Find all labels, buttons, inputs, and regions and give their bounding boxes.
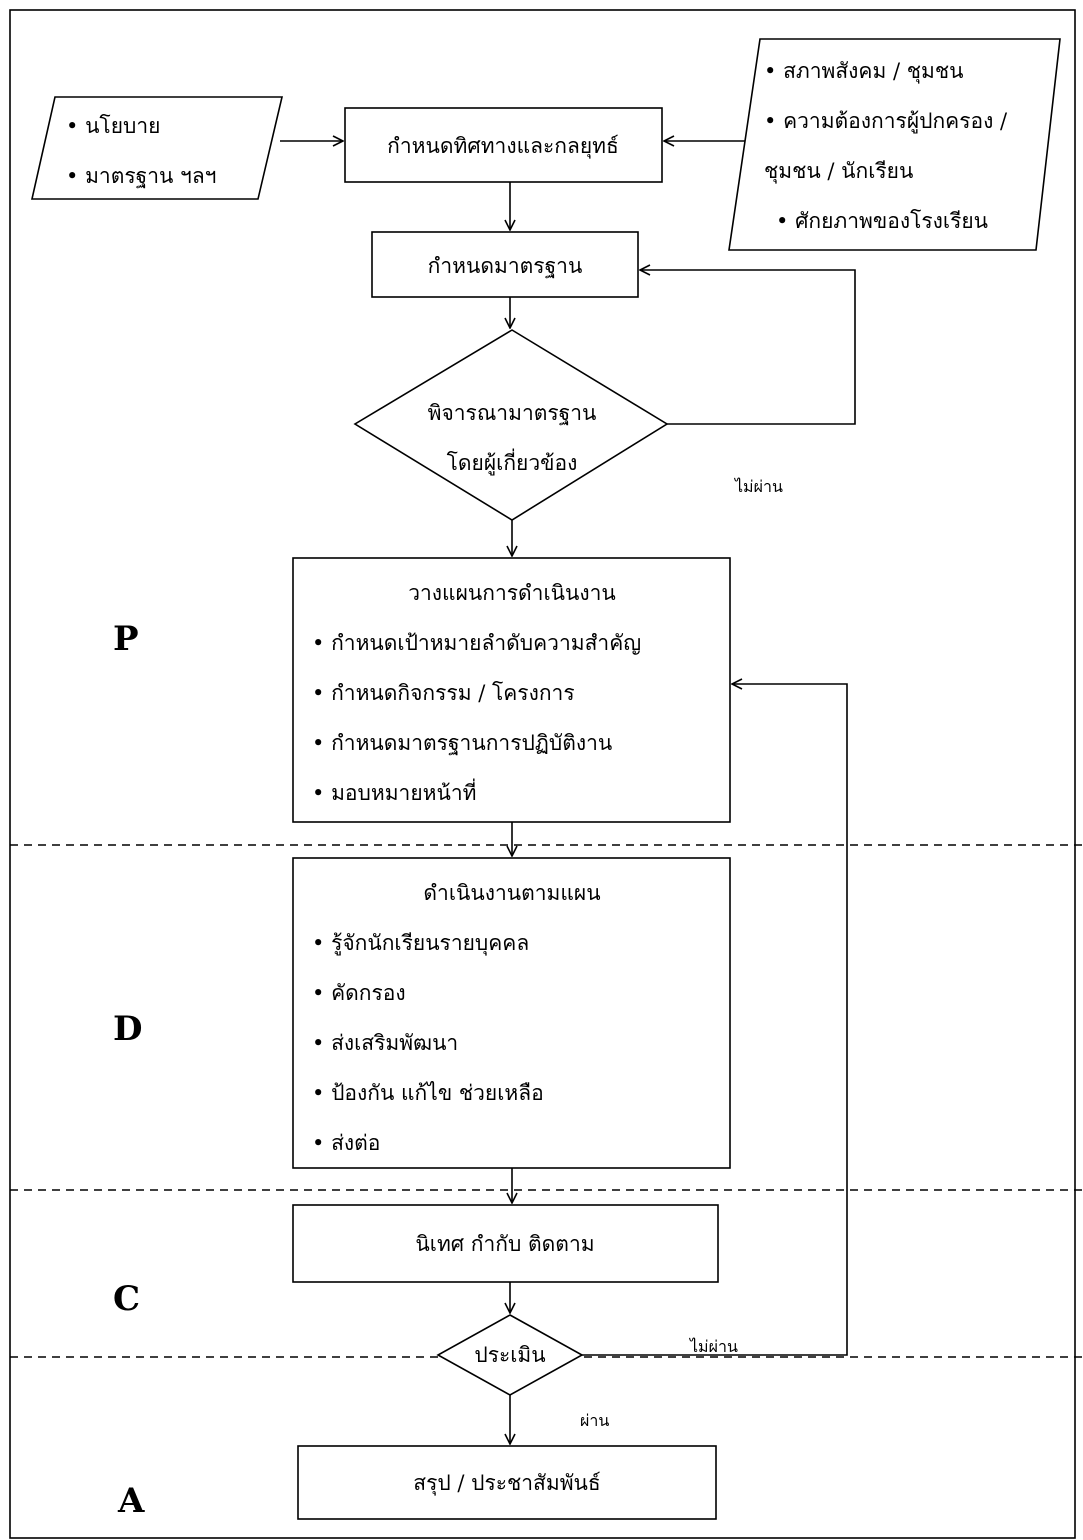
standard-box <box>371 231 639 298</box>
pass-label: ผ่าน <box>580 1411 609 1430</box>
plan-title: วางแผนการดำเนินงาน <box>408 581 616 605</box>
fail-label-consider: ไม่ผ่าน <box>733 477 783 496</box>
do-item-1: • รู้จักนักเรียนรายบุคคล <box>312 931 529 956</box>
plan-item-3: • กำหนดมาตรฐานการปฏิบัติงาน <box>312 731 612 755</box>
context-line-3: ชุมชน / นักเรียน <box>764 159 913 184</box>
phase-d-label: D <box>113 1009 142 1049</box>
act-box <box>297 1445 717 1520</box>
phase-c-label: C <box>113 1279 140 1319</box>
check-box <box>292 1204 719 1283</box>
outer-frame <box>9 9 1076 1539</box>
do-item-4: • ป้องกัน แก้ไข ช่วยเหลือ <box>312 1081 544 1105</box>
evaluate-label: ประเมิน <box>474 1343 545 1367</box>
policy-input-shape <box>30 96 284 200</box>
context-bullet-2: • ความต้องการผู้ปกครอง / <box>764 109 1008 134</box>
consider-label-2: โดยผู้เกี่ยวข้อง <box>447 448 578 476</box>
plan-item-2: • กำหนดกิจกรรม / โครงการ <box>312 681 575 705</box>
phase-p-label: P <box>113 619 139 659</box>
plan-box <box>292 557 731 823</box>
context-input-shape <box>728 38 1061 251</box>
act-label: สรุป / ประชาสัมพันธ์ <box>413 1471 600 1496</box>
do-item-2: • คัดกรอง <box>312 981 406 1005</box>
consider-diamond <box>353 329 669 521</box>
fail-label-evaluate: ไม่ผ่าน <box>688 1337 738 1356</box>
arrow-evaluate-fail-loop <box>582 684 848 1356</box>
direction-box <box>344 107 663 183</box>
do-item-5: • ส่งต่อ <box>312 1131 380 1155</box>
consider-label-1: พิจารณามาตรฐาน <box>428 401 597 425</box>
do-item-3: • ส่งเสริมพัฒนา <box>312 1031 458 1055</box>
policy-bullet-2: • มาตรฐาน ฯลฯ <box>66 164 216 188</box>
policy-bullet-1: • นโยบาย <box>66 114 160 138</box>
plan-item-1: • กำหนดเป้าหมายลำดับความสำคัญ <box>312 631 641 655</box>
plan-item-4: • มอบหมายหน้าที่ <box>312 778 476 805</box>
direction-label: กำหนดทิศทางและกลยุทธ์ <box>387 134 619 159</box>
standard-label: กำหนดมาตรฐาน <box>428 254 583 278</box>
context-bullet-1: • สภาพสังคม / ชุมชน <box>764 59 963 84</box>
phase-a-label: A <box>117 1481 145 1521</box>
arrow-consider-fail-loop <box>640 270 856 425</box>
do-title: ดำเนินงานตามแผน <box>423 881 600 905</box>
context-bullet-3: • ศักยภาพของโรงเรียน <box>776 209 988 233</box>
check-label: นิเทศ กำกับ ติดตาม <box>415 1232 594 1256</box>
do-box <box>292 857 731 1169</box>
